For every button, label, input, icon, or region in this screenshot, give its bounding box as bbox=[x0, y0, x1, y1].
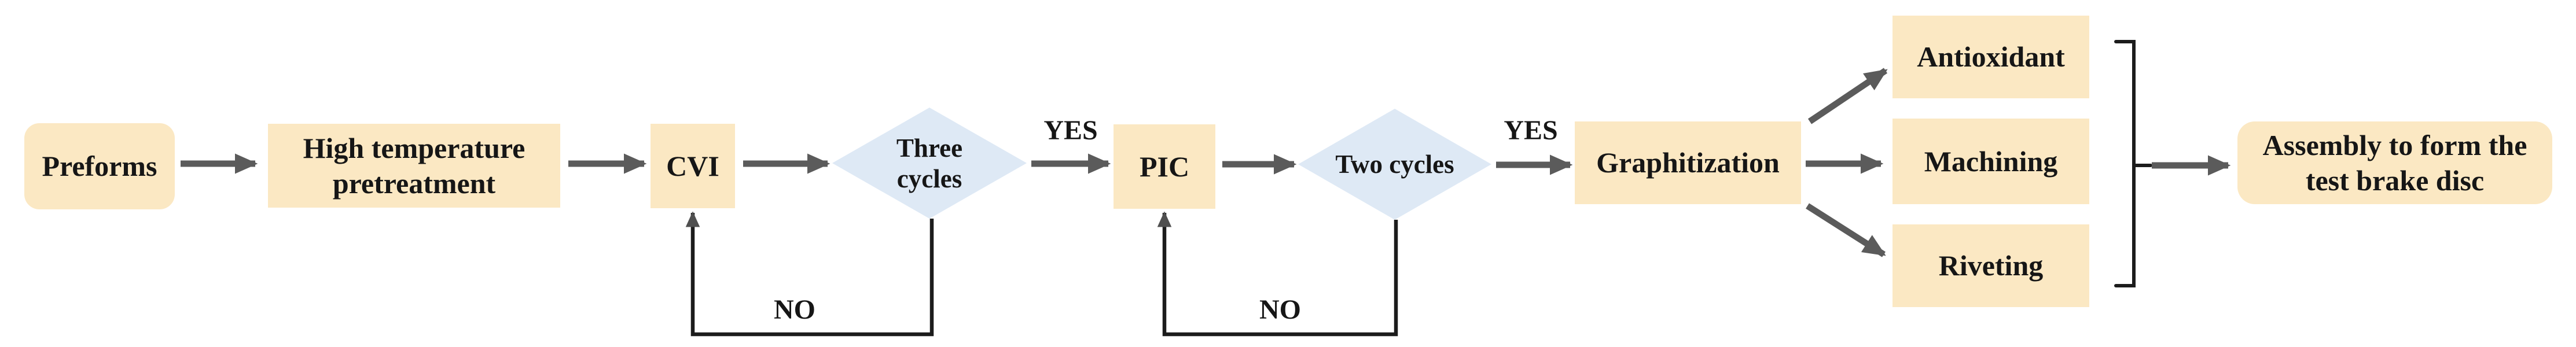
cvi-label: CVI bbox=[666, 149, 719, 182]
assembly-label: Assembly to form the test brake disc bbox=[2262, 128, 2527, 197]
two-cycles-diamond bbox=[1298, 109, 1491, 220]
riveting-label: Riveting bbox=[1938, 249, 2044, 282]
antioxidant-node: Antioxidant bbox=[1893, 16, 2089, 98]
arrow-graphitization-to-antioxidant bbox=[1807, 68, 1888, 124]
arrow-graphitization-to-riveting bbox=[1806, 203, 1886, 257]
yes-label-1: YES bbox=[1043, 115, 1098, 146]
pic-label: PIC bbox=[1139, 150, 1190, 183]
pretreatment-label: High temperature pretreatment bbox=[303, 131, 526, 200]
preforms-node: Preforms bbox=[24, 123, 175, 209]
machining-node: Machining bbox=[1893, 119, 2089, 204]
loop-two-cycles-no-to-pic bbox=[1157, 211, 1398, 337]
graphitization-node: Graphitization bbox=[1575, 121, 1801, 204]
pretreatment-node: High temperature pretreatment bbox=[268, 124, 560, 208]
machining-label: Machining bbox=[1924, 145, 2058, 178]
no-label-2: NO bbox=[1259, 294, 1301, 325]
three-cycles-label: Three cycles bbox=[896, 133, 963, 193]
loop-three-cycles-no-to-cvi bbox=[685, 211, 934, 337]
riveting-node: Riveting bbox=[1893, 224, 2089, 307]
bracket bbox=[2114, 40, 2152, 287]
yes-label-2: YES bbox=[1504, 115, 1558, 146]
cvi-node: CVI bbox=[651, 124, 735, 208]
preforms-label: Preforms bbox=[42, 150, 157, 182]
pic-node: PIC bbox=[1114, 124, 1215, 209]
two-cycles-label: Two cycles bbox=[1335, 150, 1454, 179]
graphitization-label: Graphitization bbox=[1596, 146, 1780, 179]
antioxidant-label: Antioxidant bbox=[1917, 40, 2065, 73]
no-label-1: NO bbox=[774, 294, 815, 325]
assembly-node: Assembly to form the test brake disc bbox=[2237, 121, 2552, 204]
three-cycles-diamond bbox=[832, 108, 1027, 219]
